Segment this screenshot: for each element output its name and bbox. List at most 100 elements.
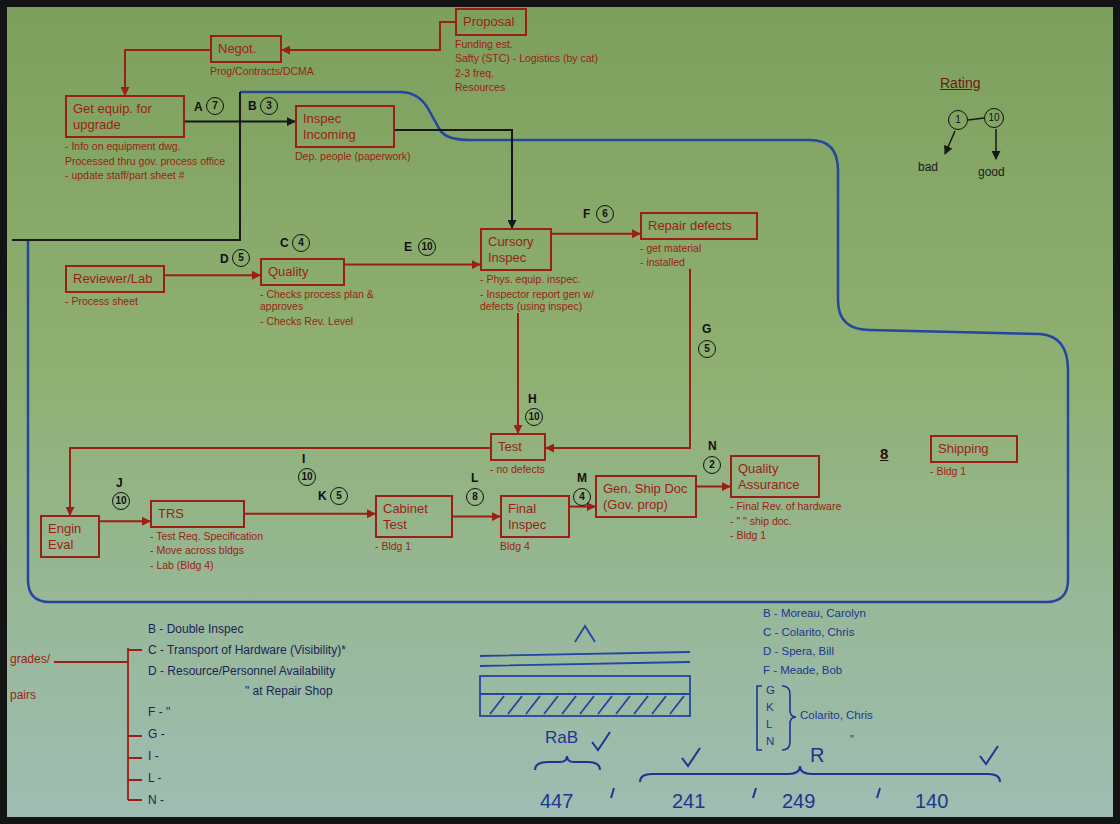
flow-arrow: [517, 313, 519, 433]
step-title: Shipping: [938, 441, 989, 456]
callout-number: 10: [525, 408, 543, 426]
process-step: Reviewer/Lab- Process sheet: [65, 265, 175, 307]
process-step: Shipping- Bldg 1: [930, 435, 1018, 477]
process-box: Get equip. for upgrade: [65, 95, 185, 138]
owner-list-item: Colarito, Chris: [800, 709, 873, 721]
step-note: - Checks process plan & approves: [260, 288, 410, 313]
callout-letter: B: [248, 99, 257, 113]
process-box: Test: [490, 433, 546, 461]
process-step: Test- no defects: [490, 433, 570, 475]
issue-list-item: F - ": [148, 705, 170, 719]
rating-pointer: [945, 131, 955, 154]
callout-number: 7: [206, 97, 224, 115]
process-box: Cabinet Test: [375, 495, 453, 538]
rating-title: Rating: [940, 75, 980, 91]
callout-number: 3: [260, 97, 278, 115]
process-box: TRS: [150, 500, 245, 528]
step-title: Get equip. for upgrade: [73, 101, 152, 132]
step-note: Prog/Contracts/DCMA: [210, 65, 370, 78]
step-title: TRS: [158, 506, 184, 521]
process-step: Final InspecBldg 4: [500, 495, 570, 553]
step-note: - Checks Rev. Level: [260, 315, 410, 328]
step-note: - Inspector report gen w/ defects (using…: [480, 288, 605, 313]
sketch-line: [480, 652, 690, 666]
scope-boundary-edge: [12, 92, 240, 240]
process-box: Shipping: [930, 435, 1018, 463]
callout-letter: K: [318, 489, 327, 503]
callout-number: 8: [466, 488, 484, 506]
step-note: - Phys. equip. inspec.: [480, 273, 605, 286]
process-step: Negot. Prog/Contracts/DCMA: [210, 35, 370, 77]
flow-arrow: [697, 486, 730, 488]
callout-letter: A: [194, 100, 203, 114]
owner-bracket: [757, 686, 796, 750]
process-box: Quality: [260, 258, 345, 286]
sketch-block: [480, 676, 690, 716]
process-step: Engin Eval: [40, 515, 100, 558]
flow-arrow: [282, 22, 455, 50]
process-box: Reviewer/Lab: [65, 265, 165, 293]
step-title: Reviewer/Lab: [73, 271, 153, 286]
tally-number: 241: [672, 790, 705, 813]
sketch-caret: [575, 626, 595, 642]
step-note: - Final Rev. of hardware: [730, 500, 865, 513]
callout-number: 4: [573, 488, 591, 506]
process-step: Inspec IncomingDep. people (paperwork): [295, 105, 430, 163]
callout-letter: I: [302, 452, 305, 466]
callout-letter: N: [708, 439, 717, 453]
step-title: Proposal: [463, 14, 514, 29]
step-title: Repair defects: [648, 218, 732, 233]
issue-list-item: I -: [148, 749, 159, 763]
step-title: Gen. Ship Doc (Gov. prop): [603, 481, 688, 512]
tally-brace: [640, 766, 1000, 782]
layer-stack-sketch: [480, 626, 690, 716]
process-box: Inspec Incoming: [295, 105, 395, 148]
check-mark: [980, 746, 998, 764]
step-note: Funding est.: [455, 38, 655, 51]
flow-arrow: [395, 130, 512, 228]
owner-list-item: K: [766, 701, 774, 713]
flow-arrow: [345, 264, 480, 266]
tally-brace: [535, 756, 600, 770]
tally-heading: RaB: [545, 728, 578, 748]
issue-list-item: C - Transport of Hardware (Visibility)*: [148, 643, 346, 657]
process-box: Repair defects: [640, 212, 758, 240]
step-note: Bldg 4: [500, 540, 570, 553]
flow-arrow: [245, 513, 375, 515]
process-step: Repair defects- get material- installed: [640, 212, 758, 269]
callout-number: 6: [596, 205, 614, 223]
step-note: - installed: [640, 256, 755, 269]
tally-number: 249: [782, 790, 815, 813]
callout-letter: C: [280, 236, 289, 250]
issue-list-item: G -: [148, 727, 165, 741]
process-step: Quality - Checks process plan & approves -…: [260, 258, 410, 327]
flow-arrow: [125, 50, 210, 95]
callout-number: 5: [330, 487, 348, 505]
issue-list-item: " at Repair Shop: [245, 684, 333, 698]
step-note: - Move across bldgs: [150, 544, 310, 557]
process-box: Gen. Ship Doc (Gov. prop): [595, 475, 697, 518]
callout-number: 5: [232, 249, 250, 267]
rating-word: good: [978, 165, 1005, 179]
list-bracket: [54, 648, 142, 800]
callout-letter: G: [702, 322, 711, 336]
tally-number: 140: [915, 790, 948, 813]
sketch-hatch: [490, 696, 684, 714]
tally-number: R: [810, 744, 824, 767]
callout-number: 8: [880, 445, 888, 462]
step-note: - Bldg 1: [730, 529, 865, 542]
callout-letter: E: [404, 240, 412, 254]
process-box: Negot.: [210, 35, 282, 63]
step-note: Safty (STC) - Logistics (by cat): [455, 52, 655, 65]
callout-letter: J: [116, 476, 123, 490]
check-mark: [682, 748, 700, 766]
flow-arrow: [552, 233, 640, 235]
owner-list-item: F - Meade, Bob: [763, 664, 842, 676]
step-title: Quality: [268, 264, 308, 279]
owner-list-item: D - Spera, Bill: [763, 645, 834, 657]
callout-letter: D: [220, 252, 229, 266]
process-step: TRS- Test Req. Specification- Move acros…: [150, 500, 310, 571]
